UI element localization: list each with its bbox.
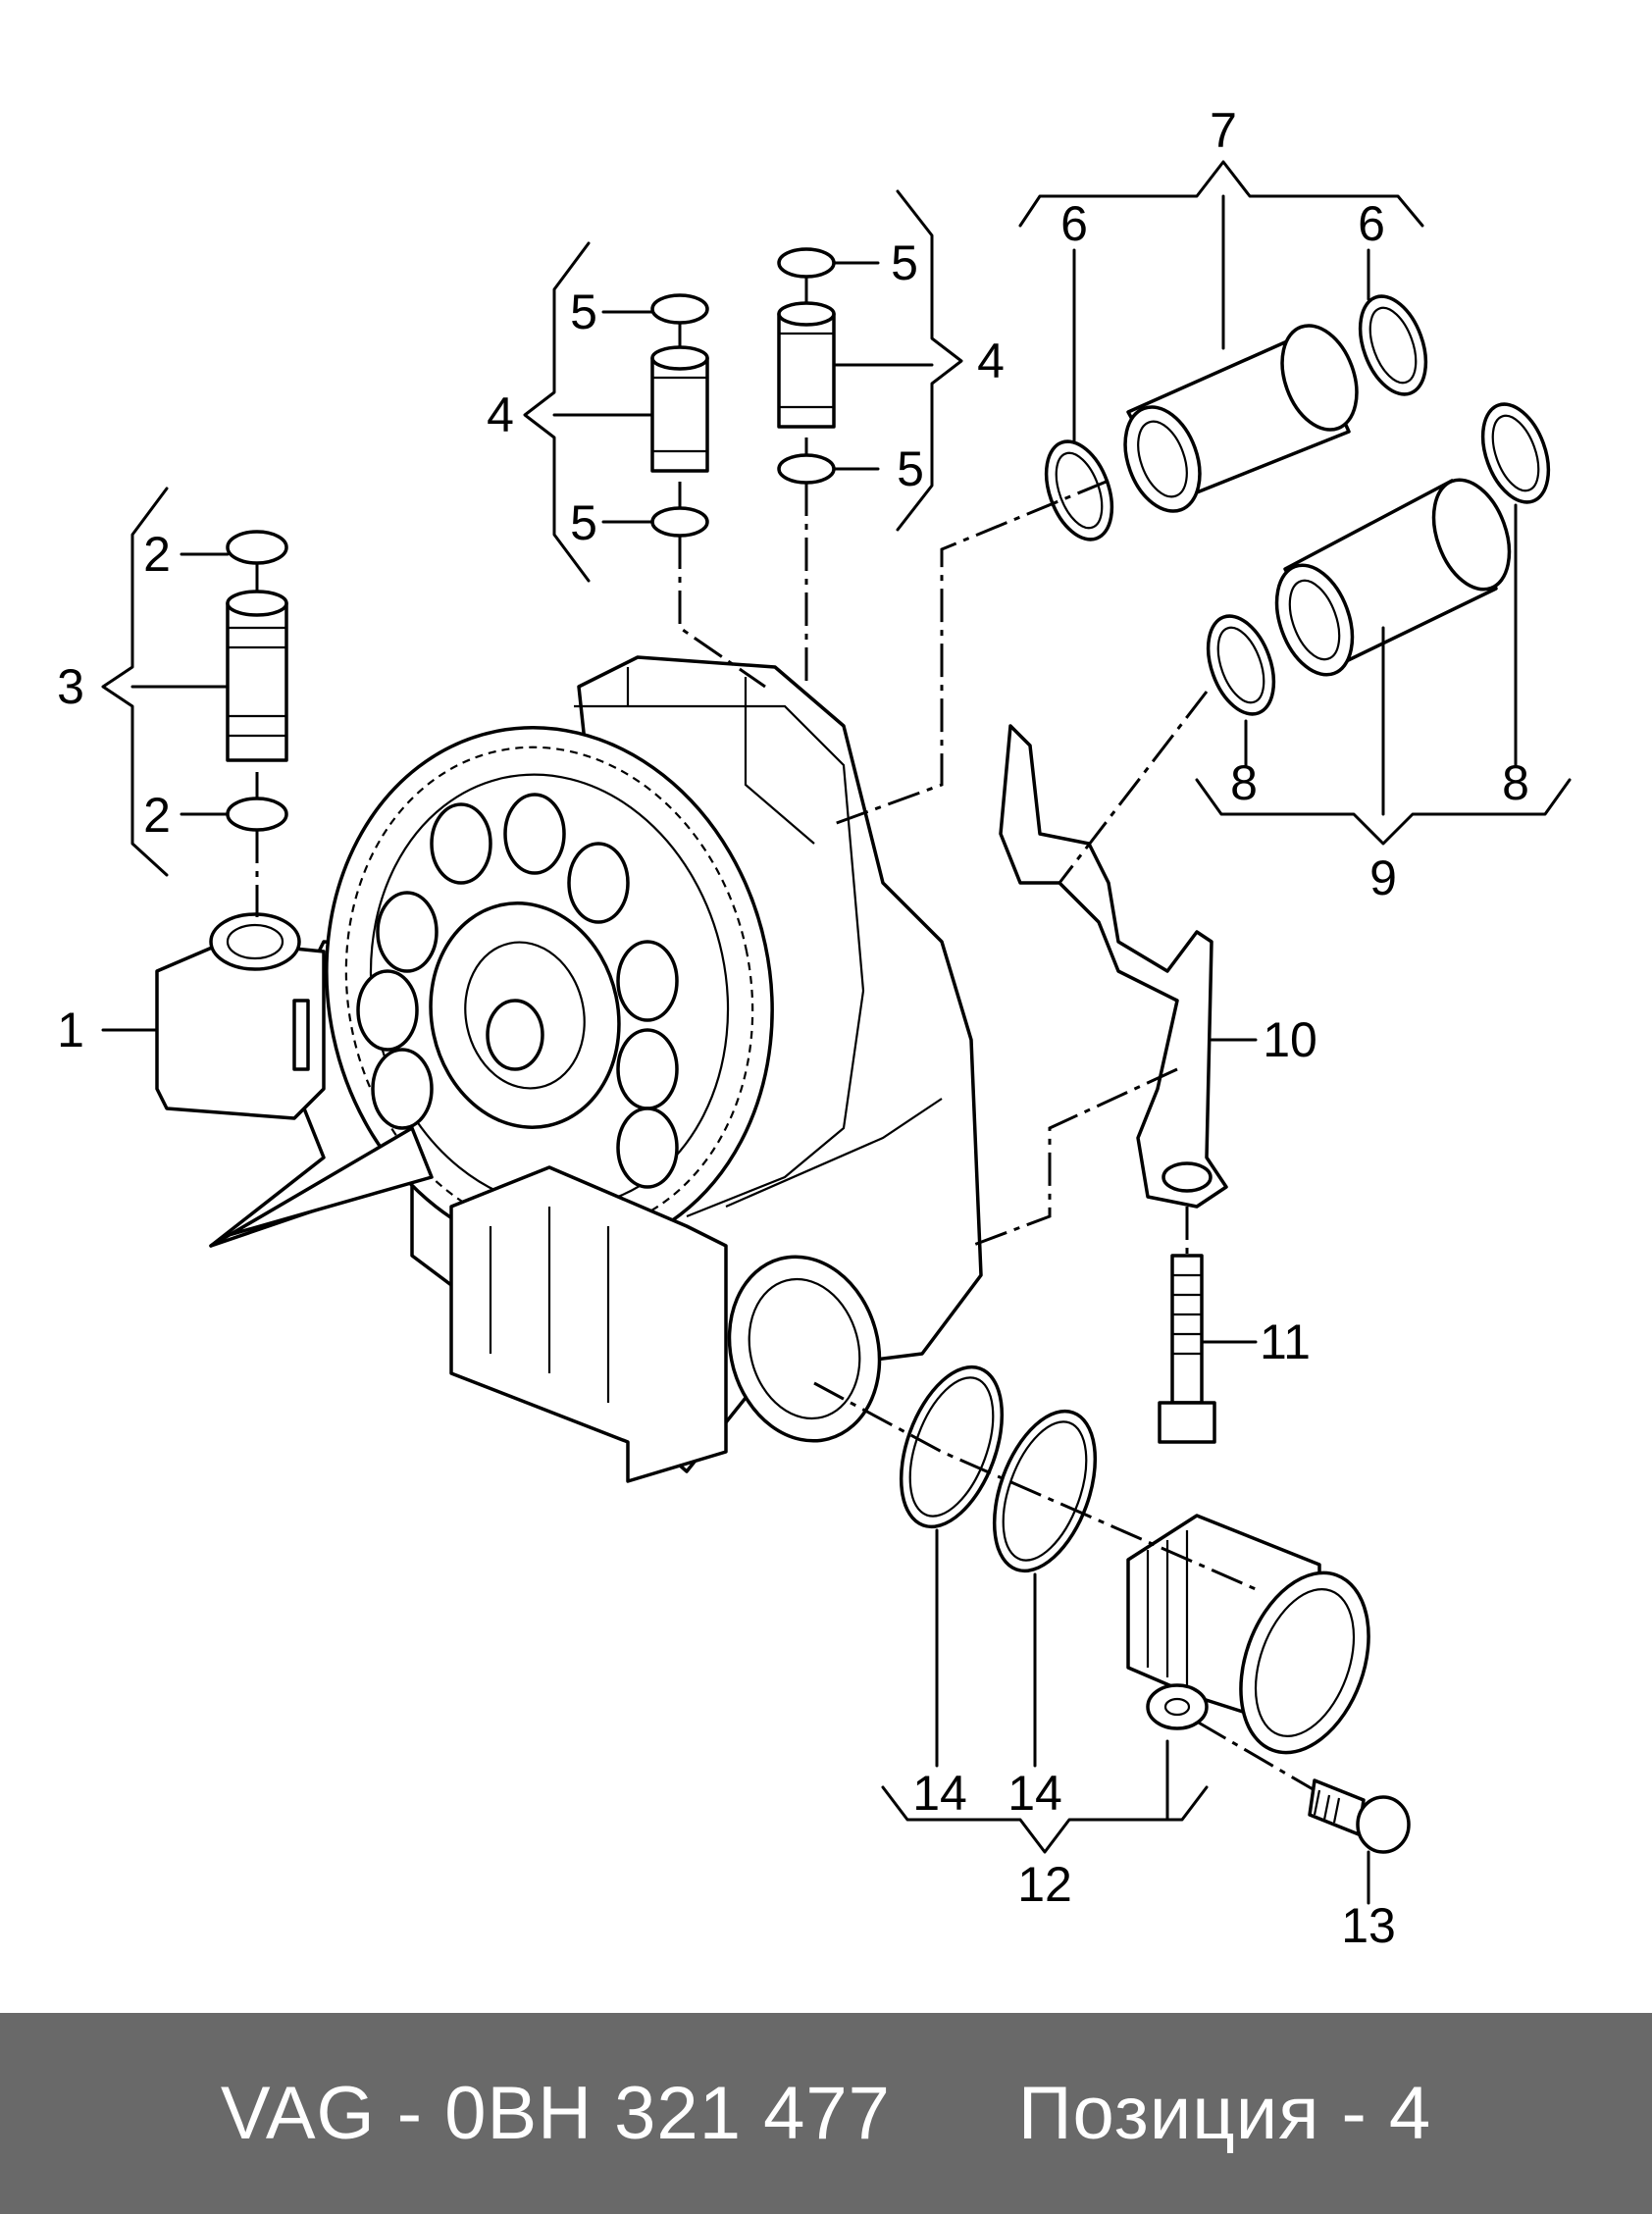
label-13: 13 xyxy=(1341,1898,1396,1953)
label-8-left: 8 xyxy=(1230,755,1258,810)
label-4-right: 4 xyxy=(977,334,1005,388)
label-8-right: 8 xyxy=(1502,755,1529,810)
label-5-c: 5 xyxy=(891,235,918,290)
bolt-11 xyxy=(1158,1254,1216,1444)
label-1: 1 xyxy=(57,1003,84,1057)
label-9: 9 xyxy=(1369,850,1397,905)
label-6-left: 6 xyxy=(1060,196,1088,251)
label-14-left: 14 xyxy=(912,1766,967,1821)
label-12: 12 xyxy=(1017,1857,1072,1912)
position-text: Позиция - 4 xyxy=(1017,2072,1432,2155)
bolt-13 xyxy=(1308,1778,1411,1854)
label-7: 7 xyxy=(1210,103,1237,158)
tube-7 xyxy=(833,294,1428,826)
bracket-10 xyxy=(999,724,1228,1209)
label-6-right: 6 xyxy=(1358,196,1385,251)
sleeve-4-right xyxy=(777,247,836,687)
footer-banner: VAG - 0BH 321 477 Позиция - 4 xyxy=(0,2013,1652,2214)
sleeve-4-left xyxy=(650,293,766,689)
label-5-a: 5 xyxy=(570,284,597,339)
leader-lines xyxy=(101,160,1572,1905)
label-11: 11 xyxy=(1260,1314,1311,1369)
exploded-parts-diagram: 1 2 2 3 4 4 5 5 5 5 6 6 7 8 8 9 10 11 12… xyxy=(57,103,1572,1953)
label-5-b: 5 xyxy=(570,495,597,550)
drive-gear xyxy=(325,726,774,1256)
label-2-top: 2 xyxy=(143,527,171,582)
label-5-d: 5 xyxy=(897,441,924,496)
base-bracket xyxy=(155,912,434,1248)
label-3: 3 xyxy=(57,659,84,714)
connector-block xyxy=(449,1165,882,1483)
label-10: 10 xyxy=(1263,1012,1317,1067)
sleeve-3 xyxy=(226,530,288,917)
part-number: VAG - 0BH 321 477 xyxy=(220,2072,891,2155)
position-labels: 1 2 2 3 4 4 5 5 5 5 6 6 7 8 8 9 10 11 12… xyxy=(57,103,1529,1953)
label-2-bottom: 2 xyxy=(143,788,171,843)
tube-9 xyxy=(1058,402,1551,884)
label-14-right: 14 xyxy=(1007,1766,1062,1821)
label-4-left: 4 xyxy=(487,387,514,442)
pipe-assembly-12 xyxy=(899,1364,1370,1755)
